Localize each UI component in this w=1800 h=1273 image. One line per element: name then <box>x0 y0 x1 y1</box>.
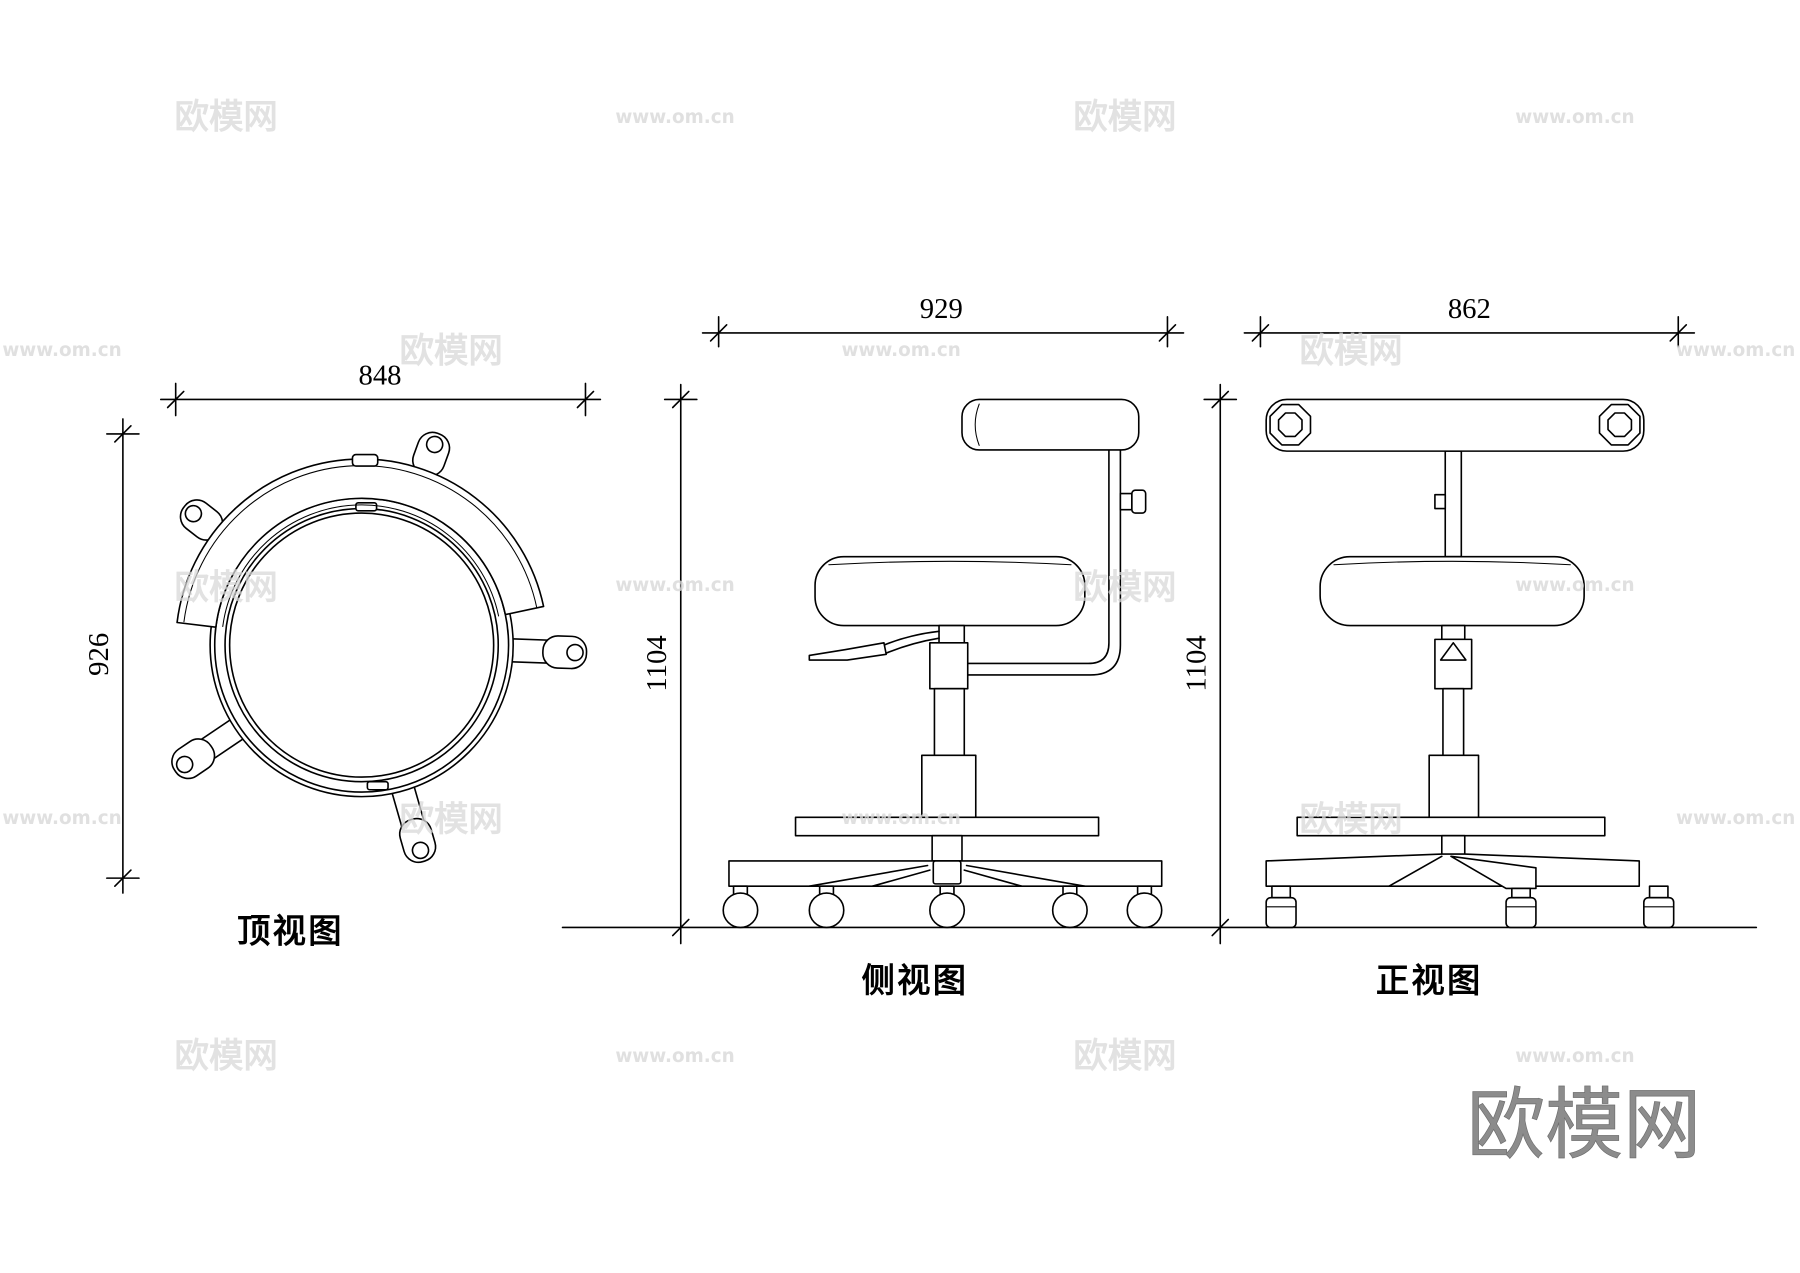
side-center-caster-block <box>932 860 962 885</box>
top-depth-value: 926 <box>83 633 115 676</box>
watermark-url: www.om.cn <box>2 808 121 829</box>
backrest-end-cap <box>1269 403 1312 446</box>
side-caster <box>1126 885 1163 929</box>
front-seat-cushion <box>1319 555 1585 627</box>
side-height-value: 1104 <box>641 635 673 691</box>
watermark-url: www.om.cn <box>841 340 960 361</box>
front-lever-cone <box>1439 642 1467 661</box>
watermark-brand: 欧模网 <box>1073 98 1176 138</box>
side-caster <box>1051 885 1088 929</box>
front-caster <box>1265 885 1297 929</box>
watermark-url: www.om.cn <box>1515 575 1634 596</box>
brand-logo: 欧模网 <box>1467 1080 1701 1170</box>
watermark-url: www.om.cn <box>1515 107 1634 128</box>
seat-ring-clip <box>355 501 378 512</box>
side-base-hub <box>931 834 963 862</box>
front-gas-lift <box>1428 638 1480 819</box>
tick-mark <box>1211 390 1230 409</box>
side-view-label: 侧视图 <box>862 961 969 1000</box>
front-view-label: 正视图 <box>1376 961 1483 1000</box>
watermark-url: www.om.cn <box>1676 808 1795 829</box>
watermark-url: www.om.cn <box>1676 340 1795 361</box>
front-height-knob <box>1434 493 1447 510</box>
top-view-label: 顶视图 <box>237 911 344 950</box>
tick-mark <box>709 324 728 342</box>
side-width-dimension: 929 <box>701 293 1185 348</box>
tick-mark <box>1158 324 1177 342</box>
watermark-url: www.om.cn <box>615 575 734 596</box>
front-width-dimension: 862 <box>1243 293 1696 348</box>
tick-mark <box>1669 324 1688 342</box>
side-back-post <box>966 449 1122 676</box>
front-view: 862 1104 正视图 <box>1180 293 1696 1000</box>
watermark-brand: 欧模网 <box>400 332 503 372</box>
side-height-knob <box>1119 489 1147 514</box>
watermark-url: www.om.cn <box>1515 1046 1634 1067</box>
tick-mark <box>1211 918 1230 937</box>
side-view: 929 1104 侧视图 <box>641 293 1185 1000</box>
watermark-brand: 欧模网 <box>175 98 278 138</box>
tick-mark <box>671 918 690 937</box>
tick-mark <box>576 390 595 409</box>
side-caster <box>722 885 759 929</box>
watermark-brand: 欧模网 <box>1073 568 1176 608</box>
front-width-value: 862 <box>1448 293 1491 325</box>
side-height-dimension: 1104 <box>641 383 698 945</box>
top-view-backrest <box>176 453 545 629</box>
tick-mark <box>671 390 690 409</box>
watermark-url: www.om.cn <box>615 1046 734 1067</box>
front-caster <box>1643 885 1675 929</box>
watermark-url: www.om.cn <box>841 808 960 829</box>
side-gas-lift <box>921 642 977 819</box>
watermark-brand: 欧模网 <box>1073 1037 1176 1077</box>
watermark-layer: 欧模网 欧模网 欧模网 欧模网 欧模网 欧模网 欧模网 欧模网 欧模网 欧模网 … <box>2 98 1795 1077</box>
side-caster <box>929 885 966 929</box>
front-height-value: 1104 <box>1180 635 1212 691</box>
side-seat-cushion <box>814 555 1086 627</box>
front-seat-mechanism <box>1440 624 1466 641</box>
side-caster <box>808 885 845 929</box>
watermark-brand: 欧模网 <box>1299 332 1402 372</box>
top-width-value: 848 <box>358 360 401 392</box>
tick-mark <box>1251 324 1270 342</box>
watermark-brand: 欧模网 <box>175 568 278 608</box>
top-depth-dimension: 926 <box>83 418 140 894</box>
watermark-url: www.om.cn <box>2 340 121 361</box>
watermark-url: www.om.cn <box>615 107 734 128</box>
side-seat-mechanism <box>938 624 966 644</box>
side-star-base <box>728 860 1163 887</box>
watermark-brand: 欧模网 <box>1299 800 1402 840</box>
side-backrest <box>961 398 1140 451</box>
front-height-dimension: 1104 <box>1180 383 1238 945</box>
front-caster <box>1505 887 1537 929</box>
tick-mark <box>114 425 132 443</box>
side-height-lever <box>808 630 940 661</box>
side-width-value: 929 <box>920 293 963 325</box>
backrest-mount <box>351 453 379 467</box>
front-star-base <box>1265 853 1641 890</box>
front-forward-leg <box>1450 855 1537 890</box>
backrest-end-cap <box>1598 403 1641 446</box>
watermark-brand: 欧模网 <box>175 1037 278 1077</box>
front-back-post <box>1444 450 1463 558</box>
front-backrest <box>1265 398 1645 452</box>
tick-mark <box>114 869 132 887</box>
watermark-brand: 欧模网 <box>400 800 503 840</box>
top-width-dimension: 848 <box>159 360 602 417</box>
tick-mark <box>166 390 185 409</box>
seat-ring-clip <box>366 780 389 791</box>
top-view: 848 926 顶视图 <box>83 360 602 950</box>
